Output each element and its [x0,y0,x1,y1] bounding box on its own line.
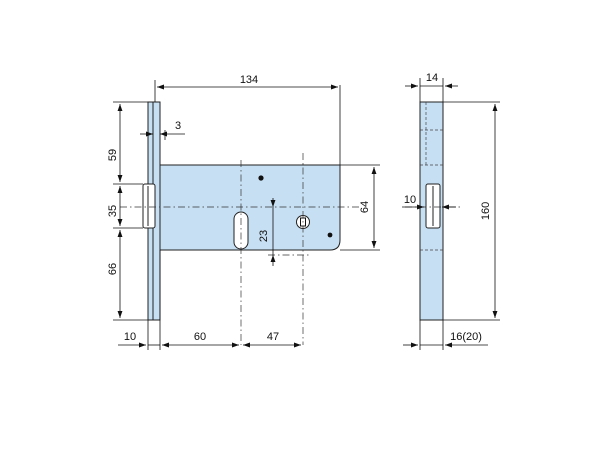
dim-23: 23 [258,230,270,242]
dim-160: 160 [480,202,492,220]
dim-59: 59 [107,149,119,161]
screw-hole-top [258,175,264,181]
dim-35: 35 [107,205,119,217]
dim-66: 66 [107,263,119,275]
dim-47: 47 [267,331,279,343]
lock-body [159,164,341,251]
dim-60: 60 [194,331,206,343]
front-view: 134 3 59 35 66 64 23 10 60 47 [107,74,380,350]
dim-side-10: 10 [404,194,416,206]
dim-64: 64 [359,201,371,213]
dim-14: 14 [426,72,438,84]
side-view: 14 160 10 16(20) [402,72,500,350]
dim-134: 134 [240,74,258,86]
dim-16-20: 16(20) [450,331,482,343]
screw-hole-bottom [327,232,333,238]
bolt [142,183,156,229]
dim-10: 10 [124,331,136,343]
dim-3: 3 [175,120,181,132]
